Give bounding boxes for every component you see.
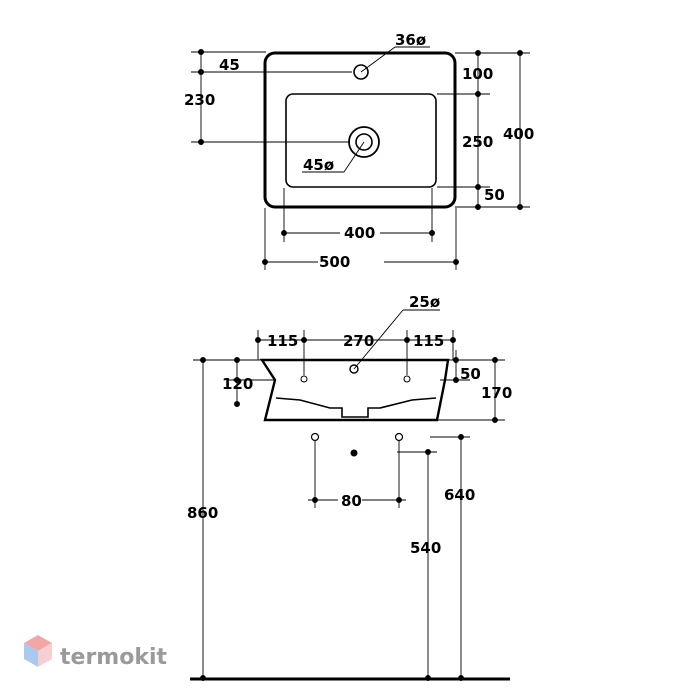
plan-view [191,46,530,270]
label-front-margin: 50 [484,186,505,204]
label-left-offset: 115 [267,332,298,350]
label-overflow: 25ø [409,293,440,311]
left-tap-hole [300,375,308,383]
front-view [190,309,510,681]
label-inner-width: 400 [344,224,375,242]
termokit-logo-icon [24,635,52,667]
label-drain: 45ø [303,156,334,174]
label-total-width: 500 [319,253,350,271]
plan-left-dims [191,46,430,173]
tap-hole [353,64,369,80]
label-outlet-spacing: 80 [341,492,362,510]
label-tap-offset: 45 [219,56,240,74]
overflow-hole [349,364,359,374]
label-total-height: 170 [481,384,512,402]
right-outlet [394,432,404,442]
label-hole-spacing: 270 [343,332,374,350]
basin-body [259,358,450,422]
plan-right-dims [437,50,530,210]
label-floor-to-bottom: 640 [444,486,475,504]
right-tap-hole [403,375,411,383]
label-side-height: 120 [222,375,253,393]
label-right-offset: 115 [413,332,444,350]
label-back-margin: 100 [462,65,493,83]
label-floor-to-top: 860 [187,504,218,522]
label-rim-height: 50 [460,365,481,383]
left-outlet [310,432,320,442]
watermark-text: termokit [60,645,167,670]
basin-bowl [285,93,437,188]
basin-outline [263,51,457,209]
front-dims [193,309,505,681]
label-tap-hole: 36ø [395,31,426,49]
label-drain-height: 230 [184,91,215,109]
watermark: termokit [24,635,167,670]
label-floor-to-outlet: 540 [410,539,441,557]
plan-bottom-dims [262,188,459,270]
basin-inner-contour [275,397,437,418]
drain-inner [355,133,373,151]
label-basin-depth: 250 [462,133,493,151]
drain-outlet [350,449,358,457]
label-total-depth: 400 [503,125,534,143]
